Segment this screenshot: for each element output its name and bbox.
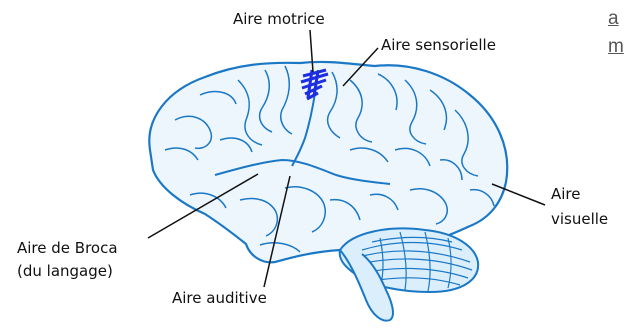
label-broca-area-line1: Aire de Broca [17, 239, 118, 257]
label-broca-area-line2: (du langage) [17, 262, 113, 280]
label-sensory-area: Aire sensorielle [381, 36, 496, 54]
clipped-link-text-line2[interactable]: m [608, 36, 624, 58]
cerebrum-outline [149, 62, 507, 262]
label-motor-area: Aire motrice [233, 10, 325, 28]
clipped-link-text-line1[interactable]: a [608, 8, 619, 30]
label-visual-area-line1: Aire [551, 185, 581, 203]
label-visual-area-line2: visuelle [551, 210, 608, 228]
label-auditory-area: Aire auditive [172, 289, 267, 307]
